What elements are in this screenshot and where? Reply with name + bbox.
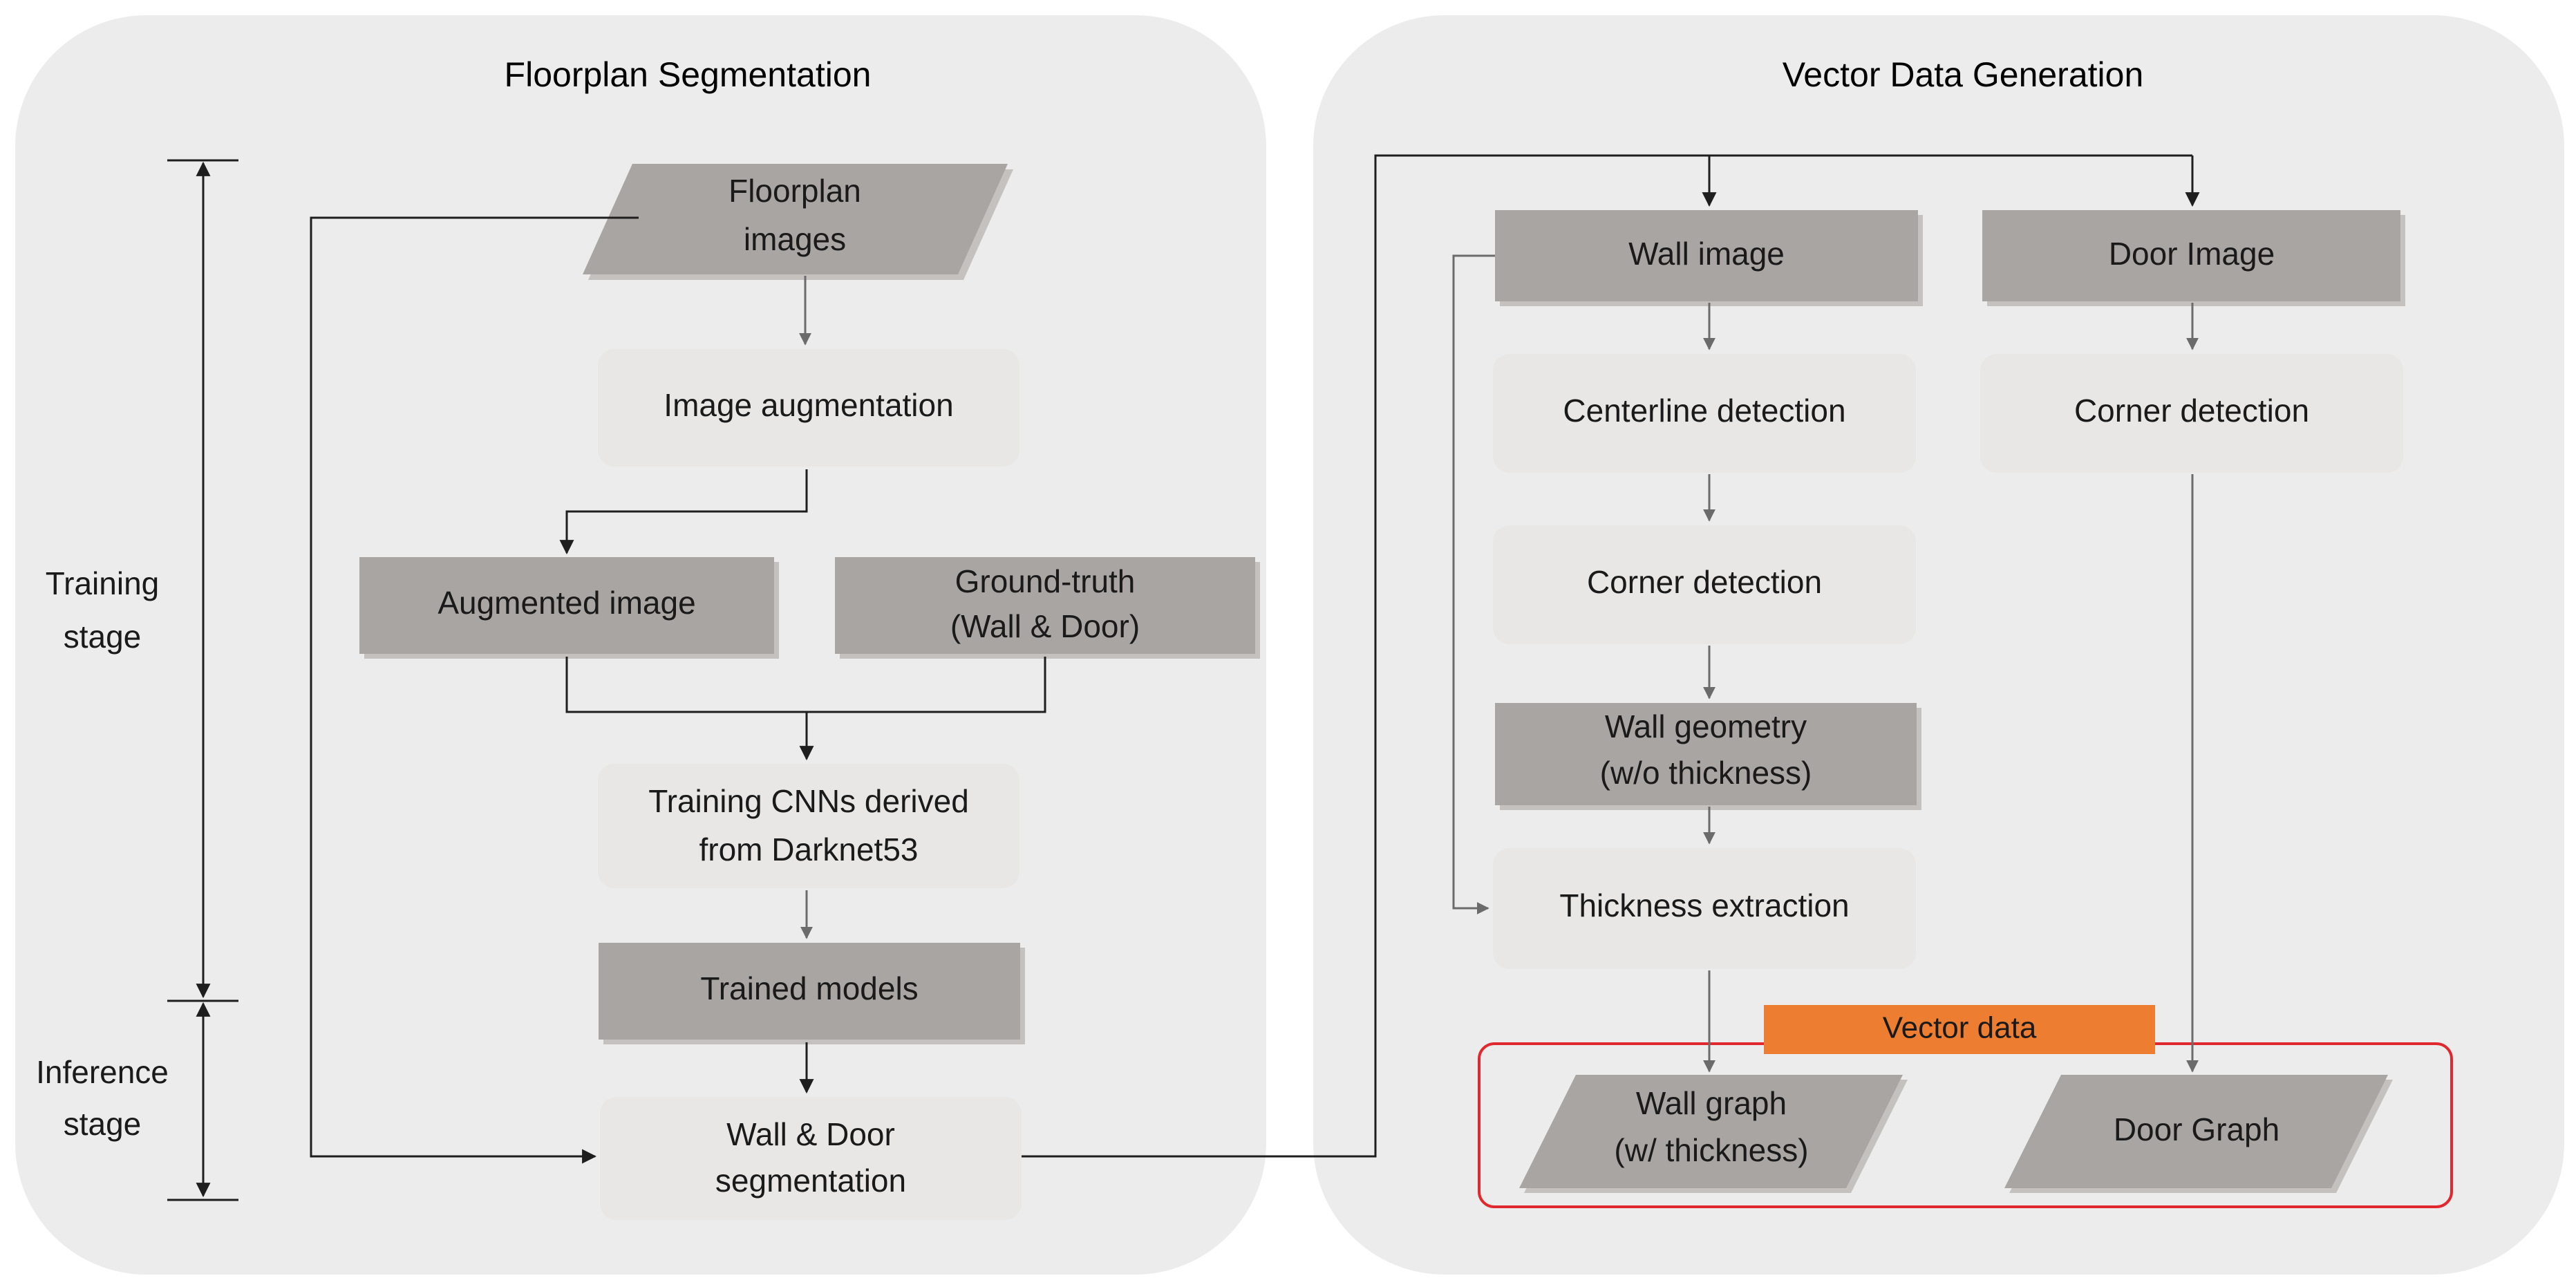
centerline-detection-text: Centerline detection [1563,393,1845,429]
wall-door-segmentation-text: segmentation [715,1163,906,1199]
floorplan-images-text: images [744,221,846,257]
wall-geometry-text: Wall geometry [1605,708,1807,744]
augmented-image-text: Augmented image [438,585,695,621]
door-graph-text: Door Graph [2114,1111,2279,1147]
centerline-detection-node [1493,354,1916,473]
wall-door-segmentation-text: Wall & Door [726,1116,895,1152]
door-image-text: Door Image [2109,236,2275,272]
training-cnns-text: from Darknet53 [699,832,918,867]
thickness-extraction-text: Thickness extraction [1559,887,1849,923]
panel-title-vector-data-generation: Vector Data Generation [1783,55,2144,94]
corner-detection-door-node [1980,354,2403,473]
training-stage-label: stage [64,619,142,655]
wall-graph-text: (w/ thickness) [1614,1132,1808,1168]
wall-geometry-node [1495,703,1917,805]
trained-models-node [599,943,1020,1040]
ground-truth-text: (Wall & Door) [950,608,1140,644]
thickness-extraction-node [1493,848,1916,969]
ground-truth-text: Ground-truth [955,563,1136,599]
floorplan-images-text: Floorplan [728,173,861,209]
wall-graph-node [1519,1075,1903,1188]
floorplan-images-node [583,164,1008,274]
wall-image-node [1495,210,1918,301]
inference-stage-label: Inference [36,1054,169,1090]
training-stage-label: Training [46,565,159,601]
stage-axis [167,159,238,1201]
corner-detection-wall-text: Corner detection [1587,564,1822,600]
door-graph-node [2004,1075,2388,1188]
image-augmentation-text: Image augmentation [664,387,953,423]
augmented-image-node [359,557,774,654]
wall-image-text: Wall image [1628,236,1785,272]
vector-data-badge [1764,1005,2155,1054]
inference-stage-label: stage [64,1106,142,1142]
wall-door-segmentation-node [600,1097,1022,1220]
training-cnns-text: Training CNNs derived [648,783,969,819]
wall-geometry-text: (w/o thickness) [1600,755,1812,791]
corner-detection-door-text: Corner detection [2074,393,2309,429]
image-augmentation-node [598,349,1019,467]
training-cnns-node [598,764,1019,888]
left-connectors [310,154,2200,1164]
ground-truth-node [835,557,1255,654]
corner-detection-wall-node [1493,525,1916,644]
vector-data-label: Vector data [1883,1011,2037,1045]
wall-graph-text: Wall graph [1636,1085,1787,1121]
right-connectors [1452,254,2199,1073]
trained-models-text: Trained models [700,970,918,1006]
panel-title-floorplan-segmentation: Floorplan Segmentation [505,55,872,94]
door-image-node [1982,210,2400,301]
